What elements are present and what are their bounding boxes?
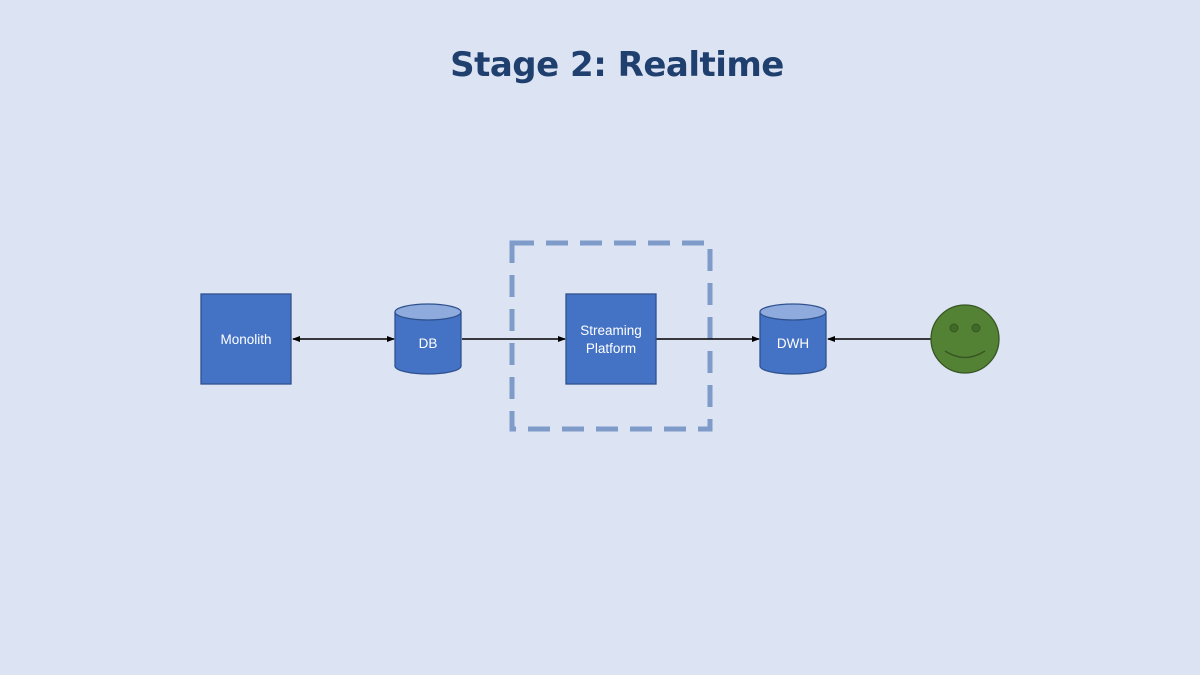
streaming-label-line2: Platform xyxy=(586,341,636,356)
db-node: DB xyxy=(394,303,462,375)
dwh-label: DWH xyxy=(777,336,809,351)
streaming-platform-node: Streaming Platform xyxy=(565,293,657,385)
streaming-highlight-frame xyxy=(509,240,713,432)
streaming-label-line1: Streaming xyxy=(580,323,642,338)
monolith-node: Monolith xyxy=(200,293,292,385)
smiley-face-icon xyxy=(930,304,1000,374)
db-label: DB xyxy=(419,336,438,351)
smiley-left-eye xyxy=(949,323,959,333)
slide-title: Stage 2: Realtime xyxy=(450,45,784,85)
smiley-mouth xyxy=(944,350,986,359)
monolith-label: Monolith xyxy=(220,332,271,347)
smiley-right-eye xyxy=(971,323,981,333)
dwh-node: DWH xyxy=(759,303,827,375)
